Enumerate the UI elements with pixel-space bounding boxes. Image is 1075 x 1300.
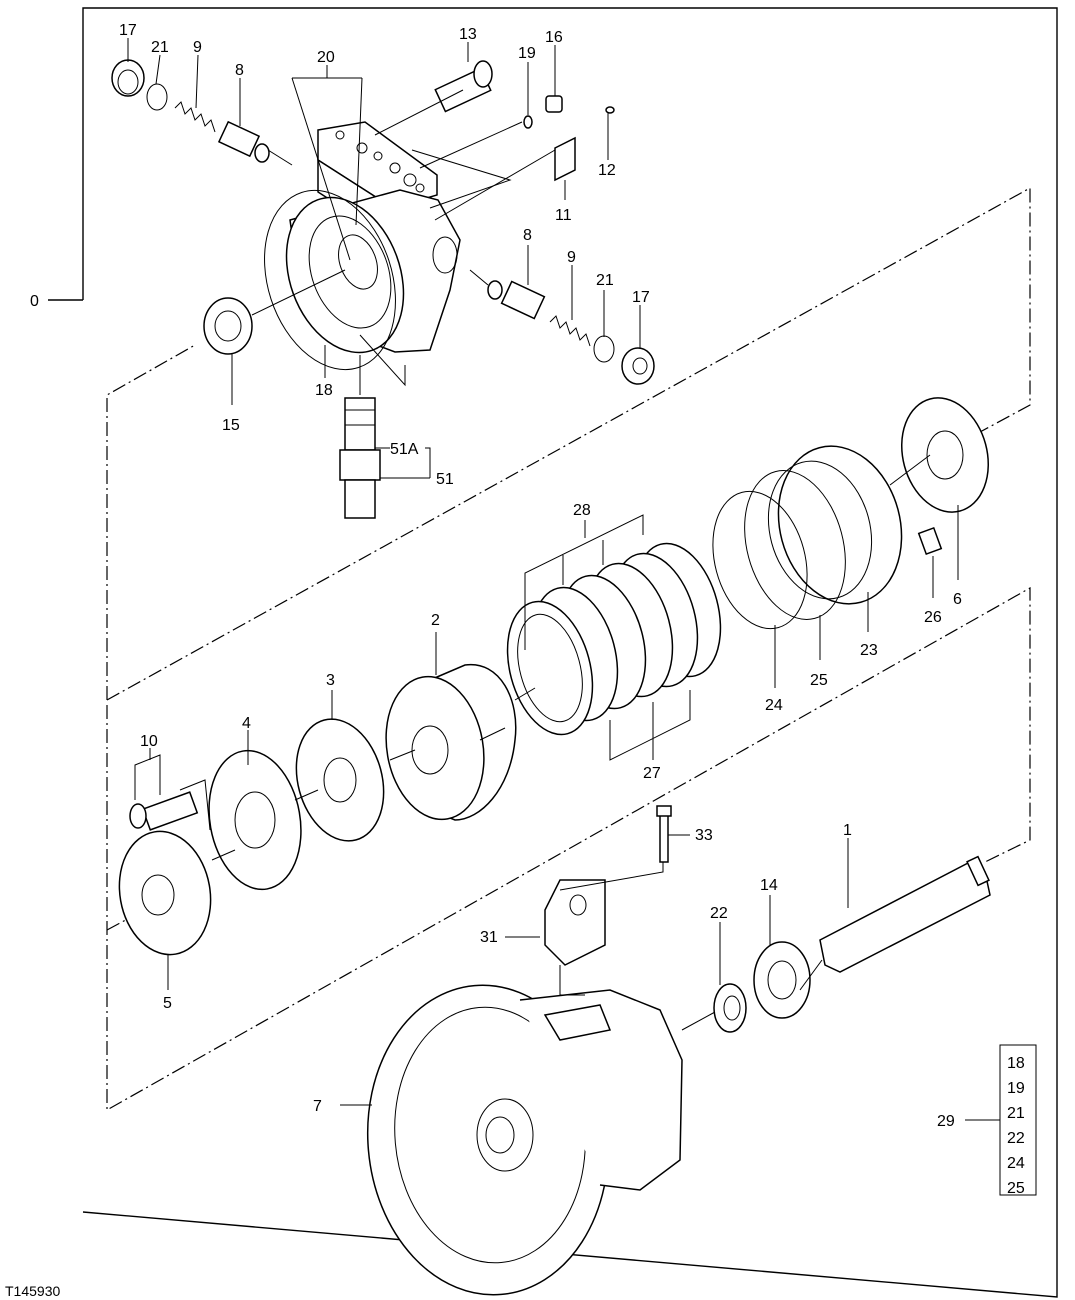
callout-7: 7 bbox=[313, 1098, 322, 1115]
valve-block-31 bbox=[544, 879, 606, 966]
callout-16: 16 bbox=[545, 29, 563, 46]
callout-9: 9 bbox=[193, 39, 202, 56]
leader-lines bbox=[127, 38, 1001, 1195]
callout-20: 20 bbox=[317, 49, 335, 66]
callout-6: 6 bbox=[953, 591, 962, 608]
kit-29-item: 18 bbox=[1007, 1055, 1025, 1072]
plate-5 bbox=[118, 830, 212, 956]
swash-plate-4 bbox=[208, 749, 302, 891]
callout-5: 5 bbox=[163, 995, 172, 1012]
seal-ring-25 bbox=[744, 470, 846, 620]
motor-head-housing bbox=[285, 189, 461, 354]
axis-line-upper bbox=[106, 344, 196, 700]
valve-8-top bbox=[217, 120, 270, 163]
pin-19 bbox=[523, 115, 533, 129]
callout-0: 0 bbox=[30, 293, 39, 310]
callout-3: 3 bbox=[326, 672, 335, 689]
nameplate-11 bbox=[554, 136, 576, 182]
callout-24: 24 bbox=[765, 697, 783, 714]
callout-19: 19 bbox=[518, 45, 536, 62]
spring-9-top bbox=[174, 101, 216, 133]
kit-29-item: 24 bbox=[1007, 1155, 1025, 1172]
callout-33: 33 bbox=[695, 827, 713, 844]
callout-2: 2 bbox=[431, 612, 440, 629]
callout-28: 28 bbox=[573, 502, 591, 519]
plug-16 bbox=[545, 95, 563, 113]
bearing-15 bbox=[203, 297, 253, 355]
callout-4: 4 bbox=[242, 715, 251, 732]
callout-11: 11 bbox=[555, 207, 572, 224]
callout-21: 21 bbox=[151, 39, 169, 56]
callout-23: 23 bbox=[860, 642, 878, 659]
callout-9: 9 bbox=[567, 249, 576, 266]
callout-17: 17 bbox=[632, 289, 650, 306]
callout-8: 8 bbox=[235, 62, 244, 79]
spring-9-right bbox=[549, 315, 591, 347]
callout-29: 29 bbox=[937, 1113, 955, 1130]
valve-8-right bbox=[487, 280, 546, 320]
kit-29-item: 25 bbox=[1007, 1180, 1025, 1197]
cylinder-block-2 bbox=[385, 663, 517, 821]
callout-31: 31 bbox=[480, 929, 498, 946]
assembly-frame bbox=[82, 7, 1058, 1298]
spring-26 bbox=[917, 526, 943, 556]
callout-1: 1 bbox=[843, 822, 852, 839]
kit-29-item: 21 bbox=[1007, 1105, 1025, 1122]
housing-7 bbox=[366, 984, 683, 1296]
callout-27: 27 bbox=[643, 765, 661, 782]
plug-17-right bbox=[621, 347, 655, 385]
callout-13: 13 bbox=[459, 26, 477, 43]
callout-22: 22 bbox=[710, 905, 728, 922]
callout-18: 18 bbox=[315, 382, 333, 399]
callout-51a: 51A bbox=[390, 441, 419, 458]
o-ring-21-right bbox=[593, 335, 615, 363]
callout-8: 8 bbox=[523, 227, 532, 244]
shaft-1 bbox=[819, 855, 991, 973]
callout-26: 26 bbox=[924, 609, 942, 626]
valve-51 bbox=[339, 397, 381, 519]
figure-id: T145930 bbox=[5, 1283, 60, 1299]
screw-12 bbox=[605, 106, 615, 114]
callout-15: 15 bbox=[222, 417, 240, 434]
fitting-13 bbox=[434, 60, 493, 113]
o-ring-21-top bbox=[146, 83, 168, 111]
kit-29-item: 22 bbox=[1007, 1130, 1025, 1147]
plates-27-28 bbox=[506, 542, 722, 736]
kit-29-item: 19 bbox=[1007, 1080, 1025, 1097]
kit-29-box bbox=[999, 1044, 1037, 1196]
seal-ring-24 bbox=[712, 490, 808, 630]
callout-51: 51 bbox=[436, 471, 454, 488]
piston-10 bbox=[129, 791, 199, 831]
valve-plate-6 bbox=[900, 397, 990, 513]
oil-seal-22 bbox=[713, 983, 747, 1033]
axis-line-middle bbox=[106, 586, 1031, 1112]
callout-21: 21 bbox=[596, 272, 614, 289]
callout-25: 25 bbox=[810, 672, 828, 689]
plug-17-top bbox=[111, 59, 145, 97]
callout-17: 17 bbox=[119, 22, 137, 39]
callout-12: 12 bbox=[598, 162, 616, 179]
retainer-plate-3 bbox=[295, 718, 385, 842]
piston-23 bbox=[767, 445, 903, 605]
bolt-33 bbox=[656, 805, 672, 863]
o-ring-18 bbox=[264, 189, 396, 371]
bearing-14 bbox=[753, 941, 811, 1019]
callout-10: 10 bbox=[140, 733, 158, 750]
callout-14: 14 bbox=[760, 877, 778, 894]
